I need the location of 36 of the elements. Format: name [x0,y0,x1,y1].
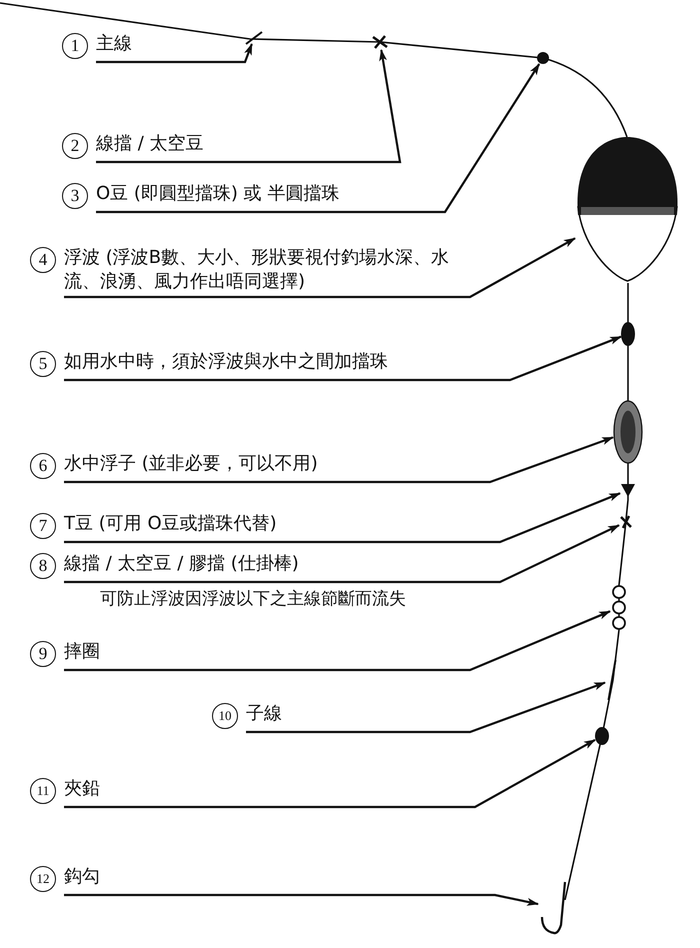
leader-line [64,237,576,298]
part-label: T豆 (可用 O豆或擋珠代替) [64,512,277,536]
callout-number: 3 [62,183,88,209]
leader-line [64,336,622,382]
leader-line [64,894,539,906]
part-label: 線擋 / 太空豆 [96,132,204,156]
note-text: 可防止浮波因浮波以下之主線節斷而流失 [100,588,406,610]
callout-number: 7 [30,513,56,539]
callout-number: 2 [62,133,88,159]
callout-number: 9 [30,641,56,667]
leader-line [64,738,596,808]
callout-number: 12 [30,866,56,892]
part-label: 水中浮子 (並非必要，可以不用) [64,452,318,476]
callout-number: 8 [30,553,56,579]
part-label: 子線 [246,702,282,726]
leader-line [64,524,620,584]
leader-line [96,49,402,164]
callout-number: 4 [30,247,56,273]
part-label: 摔圈 [64,640,100,664]
leader-line [96,63,540,214]
callout-number: 1 [62,33,88,59]
part-label: 如用水中時，須於浮波與水中之間加擋珠 [64,350,388,374]
part-label: 主線 [96,32,132,56]
callout-number: 5 [30,351,56,377]
callout-number: 10 [212,703,238,729]
part-label: 夾鉛 [64,777,100,801]
part-label: 浮波 (浮波B數、大小、形狀要視付釣場水深、水流、浪湧、風力作出唔同選擇) [64,246,450,294]
leader-line [64,610,611,672]
part-label: 線擋 / 太空豆 / 膠擋 (仕掛棒) [64,552,299,576]
leader-line [96,43,253,64]
leader-line [64,436,614,484]
part-label: O豆 (即圓型擋珠) 或 半圓擋珠 [96,182,340,206]
callout-number: 11 [30,778,56,804]
part-label: 鈎勾 [64,865,100,889]
callout-number: 6 [30,453,56,479]
leader-line [246,682,606,734]
